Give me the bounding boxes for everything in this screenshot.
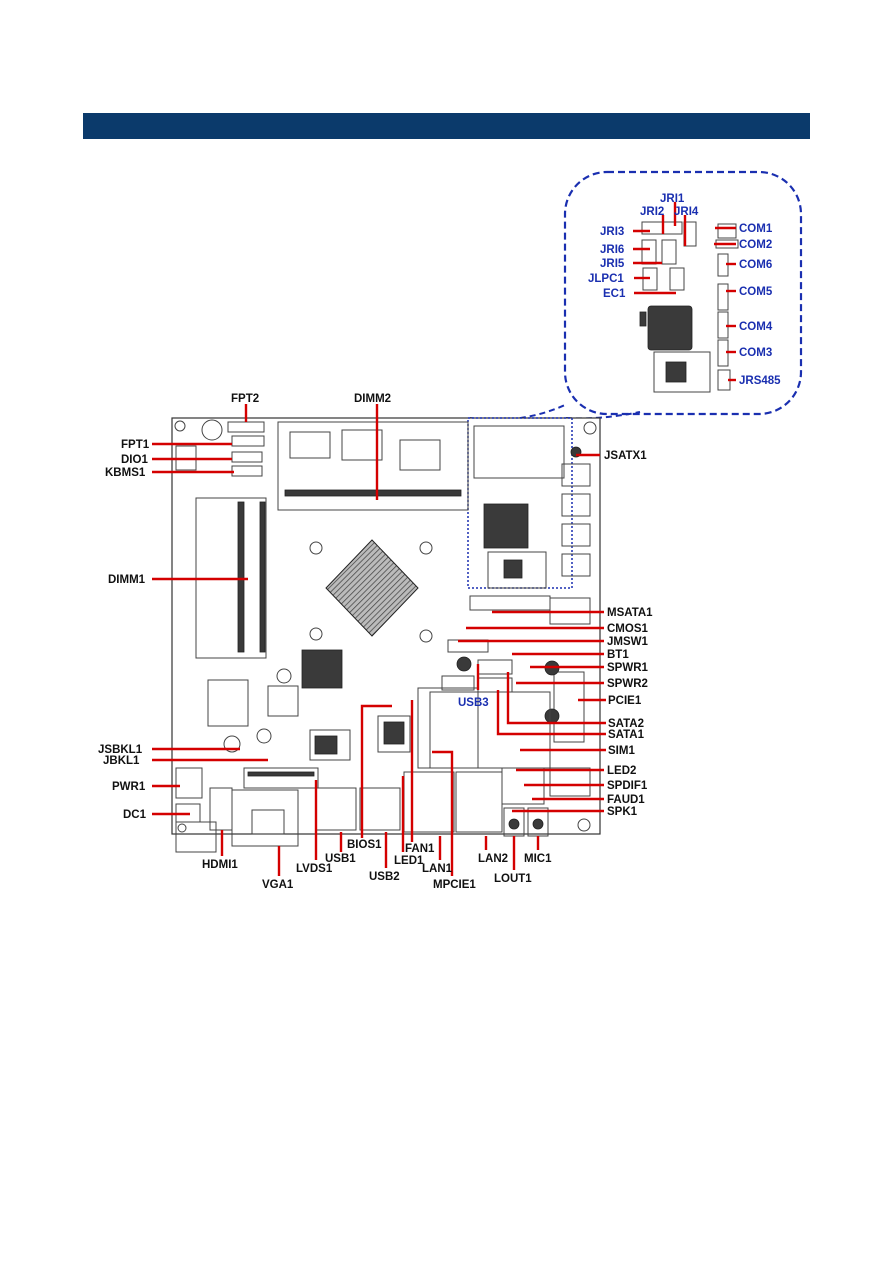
- label-jsbkl1: JSBKL1: [98, 744, 143, 756]
- inset-connector: [469, 404, 641, 421]
- label-spk1: SPK1: [607, 806, 638, 818]
- label-cmos1: CMOS1: [607, 623, 649, 635]
- label-spwr2: SPWR2: [607, 678, 648, 690]
- label-fan1: FAN1: [405, 843, 435, 855]
- leader-lines: [152, 404, 606, 876]
- label-msata1: MSATA1: [607, 607, 653, 619]
- label-jri5: JRI5: [600, 258, 625, 270]
- label-pwr1: PWR1: [112, 781, 146, 793]
- label-fpt1: FPT1: [121, 439, 150, 451]
- pcb-outline: [171, 417, 601, 835]
- header-bar: [83, 113, 810, 139]
- label-bios1: BIOS1: [347, 839, 382, 851]
- label-jbkl1: JBKL1: [103, 755, 140, 767]
- label-jmsw1: JMSW1: [607, 636, 649, 648]
- label-sim1: SIM1: [608, 745, 635, 757]
- label-led1: LED1: [394, 855, 424, 867]
- label-fpt2: FPT2: [231, 393, 259, 405]
- label-dimm1: DIMM1: [108, 574, 146, 586]
- label-ec1: EC1: [603, 288, 626, 300]
- label-jri6: JRI6: [600, 244, 624, 256]
- label-lout1: LOUT1: [494, 873, 532, 885]
- label-mic1: MIC1: [524, 853, 552, 865]
- label-jsatx1: JSATX1: [604, 450, 647, 462]
- label-jrs485: JRS485: [739, 375, 781, 387]
- motherboard: [171, 417, 601, 853]
- label-com1: COM1: [739, 223, 773, 235]
- label-jri2: JRI2: [640, 206, 664, 218]
- label-usb2: USB2: [369, 871, 400, 883]
- label-lan1: LAN1: [422, 863, 453, 875]
- label-spwr1: SPWR1: [607, 662, 649, 674]
- label-led2: LED2: [607, 765, 636, 777]
- inset-components: [639, 221, 739, 393]
- label-kbms1: KBMS1: [105, 467, 146, 479]
- label-com3: COM3: [739, 347, 772, 359]
- label-jlpc1: JLPC1: [588, 273, 624, 285]
- label-dc1: DC1: [123, 809, 147, 821]
- inset-leaders: [633, 202, 736, 382]
- label-sata1: SATA1: [608, 729, 645, 741]
- label-dio1: DIO1: [121, 454, 148, 466]
- label-lan2: LAN2: [478, 853, 508, 865]
- label-faud1: FAUD1: [607, 794, 645, 806]
- label-vga1: VGA1: [262, 879, 294, 891]
- label-spdif1: SPDIF1: [607, 780, 648, 792]
- label-pcie1: PCIE1: [608, 695, 642, 707]
- label-lvds1: LVDS1: [296, 863, 333, 875]
- label-dimm2: DIMM2: [354, 393, 391, 405]
- inset-callout: JRI1 JRI2 JRI4 JRI3 JRI6 JRI5 JLPC1 EC1 …: [469, 170, 803, 421]
- label-com2: COM2: [739, 239, 772, 251]
- label-com5: COM5: [739, 286, 773, 298]
- label-jri3: JRI3: [600, 226, 624, 238]
- inset-border: [563, 170, 803, 416]
- label-mpcie1: MPCIE1: [433, 879, 476, 891]
- label-com6: COM6: [739, 259, 772, 271]
- labels: FPT2 DIMM2 FPT1 DIO1 KBMS1 DIMM1 JSATX1 …: [98, 393, 653, 891]
- label-usb1: USB1: [325, 853, 356, 865]
- label-com4: COM4: [739, 321, 773, 333]
- label-jri1: JRI1: [660, 193, 685, 205]
- cpu-heatsink: [325, 539, 419, 637]
- label-jri4: JRI4: [674, 206, 699, 218]
- label-sata2: SATA2: [608, 718, 644, 730]
- label-bt1: BT1: [607, 649, 629, 661]
- label-hdmi1: HDMI1: [202, 859, 238, 871]
- label-usb3: USB3: [458, 697, 489, 709]
